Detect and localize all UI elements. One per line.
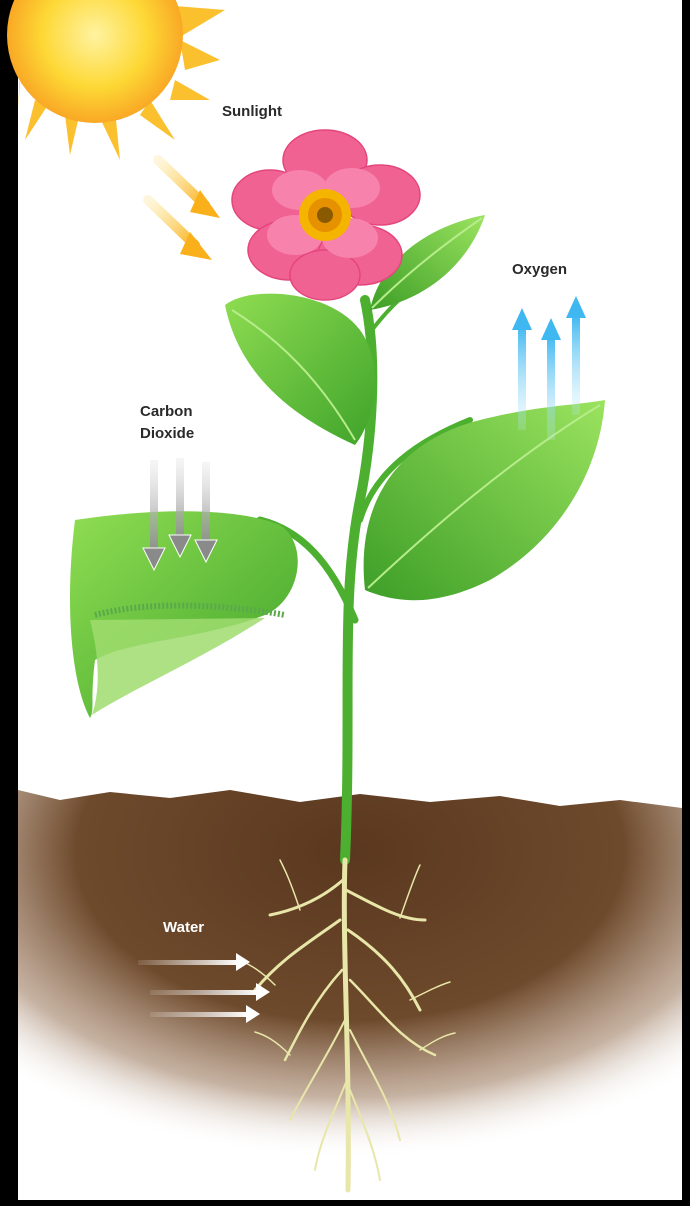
co2-arrow-icon	[143, 458, 217, 570]
carbon-dioxide-label-line2: Dioxide	[140, 424, 194, 444]
carbon-dioxide-label-line1: Carbon	[140, 402, 193, 422]
sunlight-label: Sunlight	[222, 102, 282, 122]
oxygen-label: Oxygen	[512, 260, 567, 280]
water-label: Water	[163, 918, 204, 938]
